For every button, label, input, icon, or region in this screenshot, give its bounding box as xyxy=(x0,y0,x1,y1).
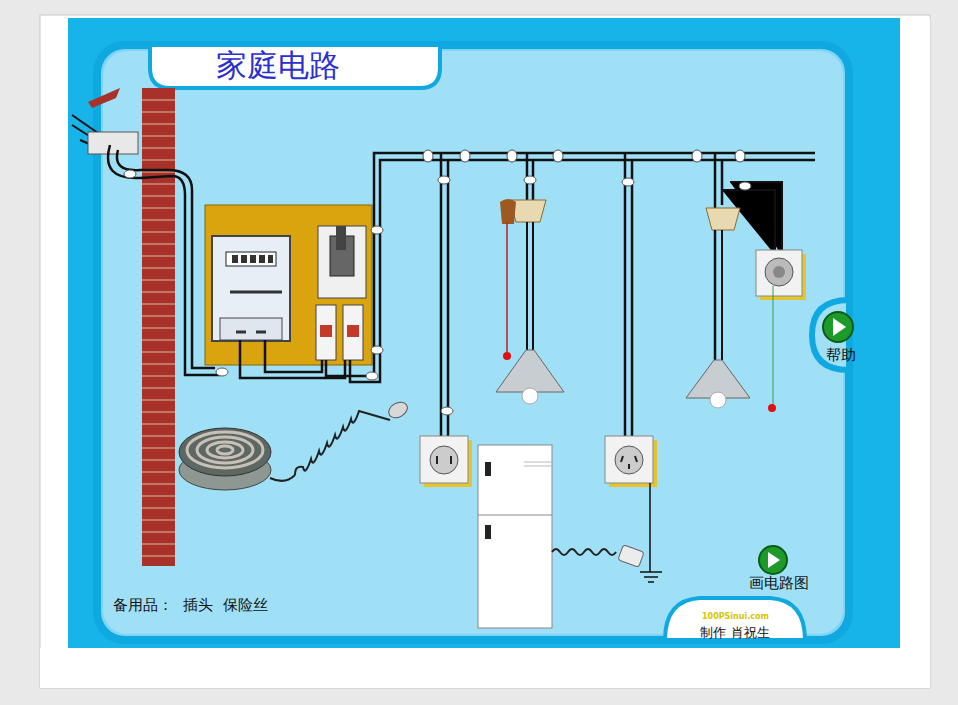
svg-text:100PSinui.com: 100PSinui.com xyxy=(702,612,769,621)
author-credit: 制作 肖祝生 xyxy=(700,624,769,642)
spare-part-name: 保险丝 xyxy=(223,596,268,615)
spare-parts-label: 备用品： xyxy=(113,596,173,615)
spare-part-name: 插头 xyxy=(183,596,213,615)
draw-diagram-button-label: 画电路图 xyxy=(749,574,809,593)
page-title: 家庭电路 xyxy=(216,45,340,87)
help-button-label: 帮助 xyxy=(826,346,856,365)
